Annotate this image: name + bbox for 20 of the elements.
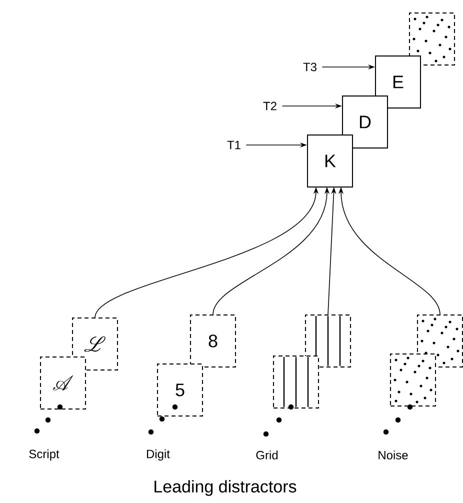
stimulus-box: $\mathscr{L}$	[72, 318, 118, 370]
process-box: D	[342, 96, 388, 148]
stimulus-box: 5	[157, 364, 203, 416]
dotted-box	[409, 12, 455, 66]
category-label: Script	[29, 449, 60, 461]
caption: Leading distractors	[154, 480, 296, 496]
category-label: Digit	[146, 449, 170, 461]
input-label: T1	[227, 140, 240, 150]
striped-box	[305, 314, 351, 368]
category-label: Noise	[378, 450, 408, 460]
category-label: Grid	[256, 450, 278, 460]
input-label: T2	[263, 102, 276, 110]
process-box: E	[375, 56, 421, 108]
process-box: K	[307, 134, 353, 188]
striped-box	[273, 356, 319, 408]
stimulus-box: 8	[190, 314, 236, 368]
dotted-box	[417, 314, 463, 368]
dotted-box	[390, 354, 436, 406]
input-label: T3	[303, 62, 316, 72]
stimulus-box: $\mathscr{A}$	[40, 356, 86, 410]
